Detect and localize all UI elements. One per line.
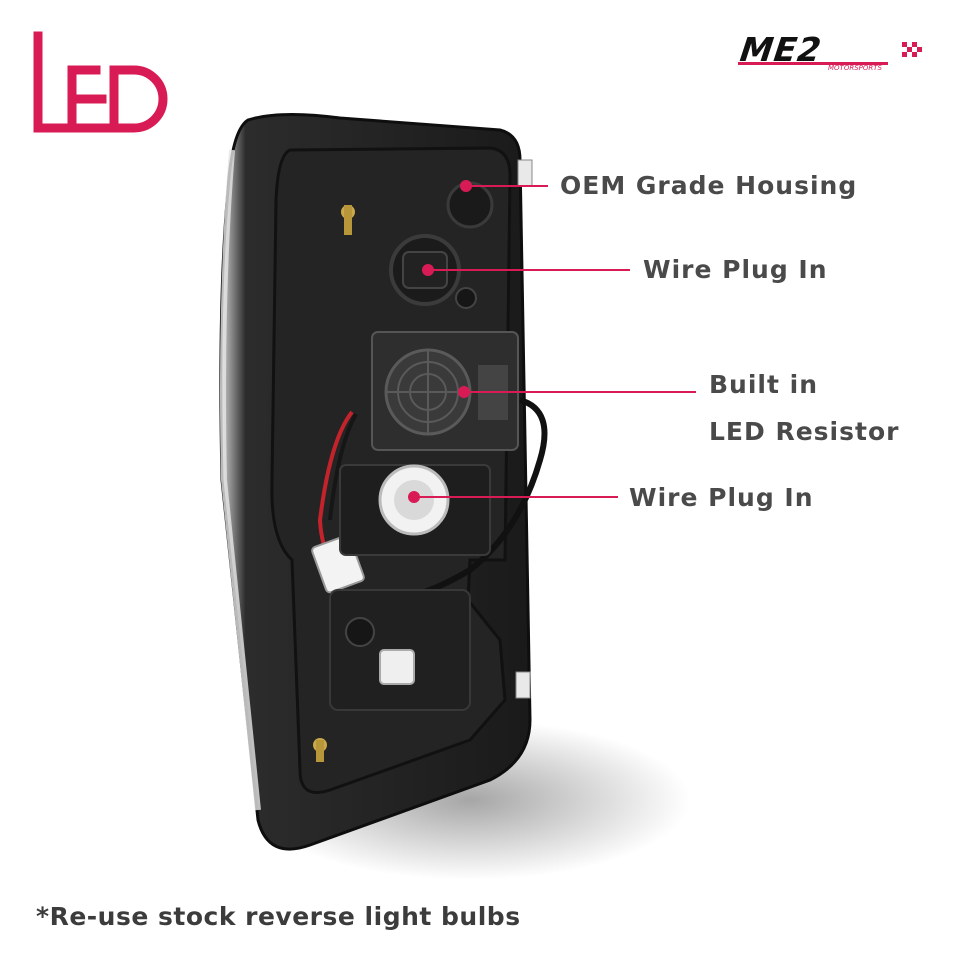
svg-text:MOTORSPORTS: MOTORSPORTS — [828, 64, 883, 72]
callout-leaders — [408, 180, 696, 503]
callout-oem-grade-housing: OEM Grade Housing — [560, 171, 858, 200]
callout-wire-plug-in-lower: Wire Plug In — [629, 483, 814, 512]
callout-built-in-resistor-line2: LED Resistor — [709, 417, 900, 446]
callout-wire-plug-in-upper: Wire Plug In — [643, 255, 828, 284]
led-badge-logo — [33, 31, 168, 133]
callout-built-in-resistor-line1: Built in — [709, 370, 819, 399]
footnote-reverse-bulbs: *Re-use stock reverse light bulbs — [36, 902, 521, 931]
me2-motorsports-logo: ME2 MOTORSPORTS — [734, 32, 922, 72]
